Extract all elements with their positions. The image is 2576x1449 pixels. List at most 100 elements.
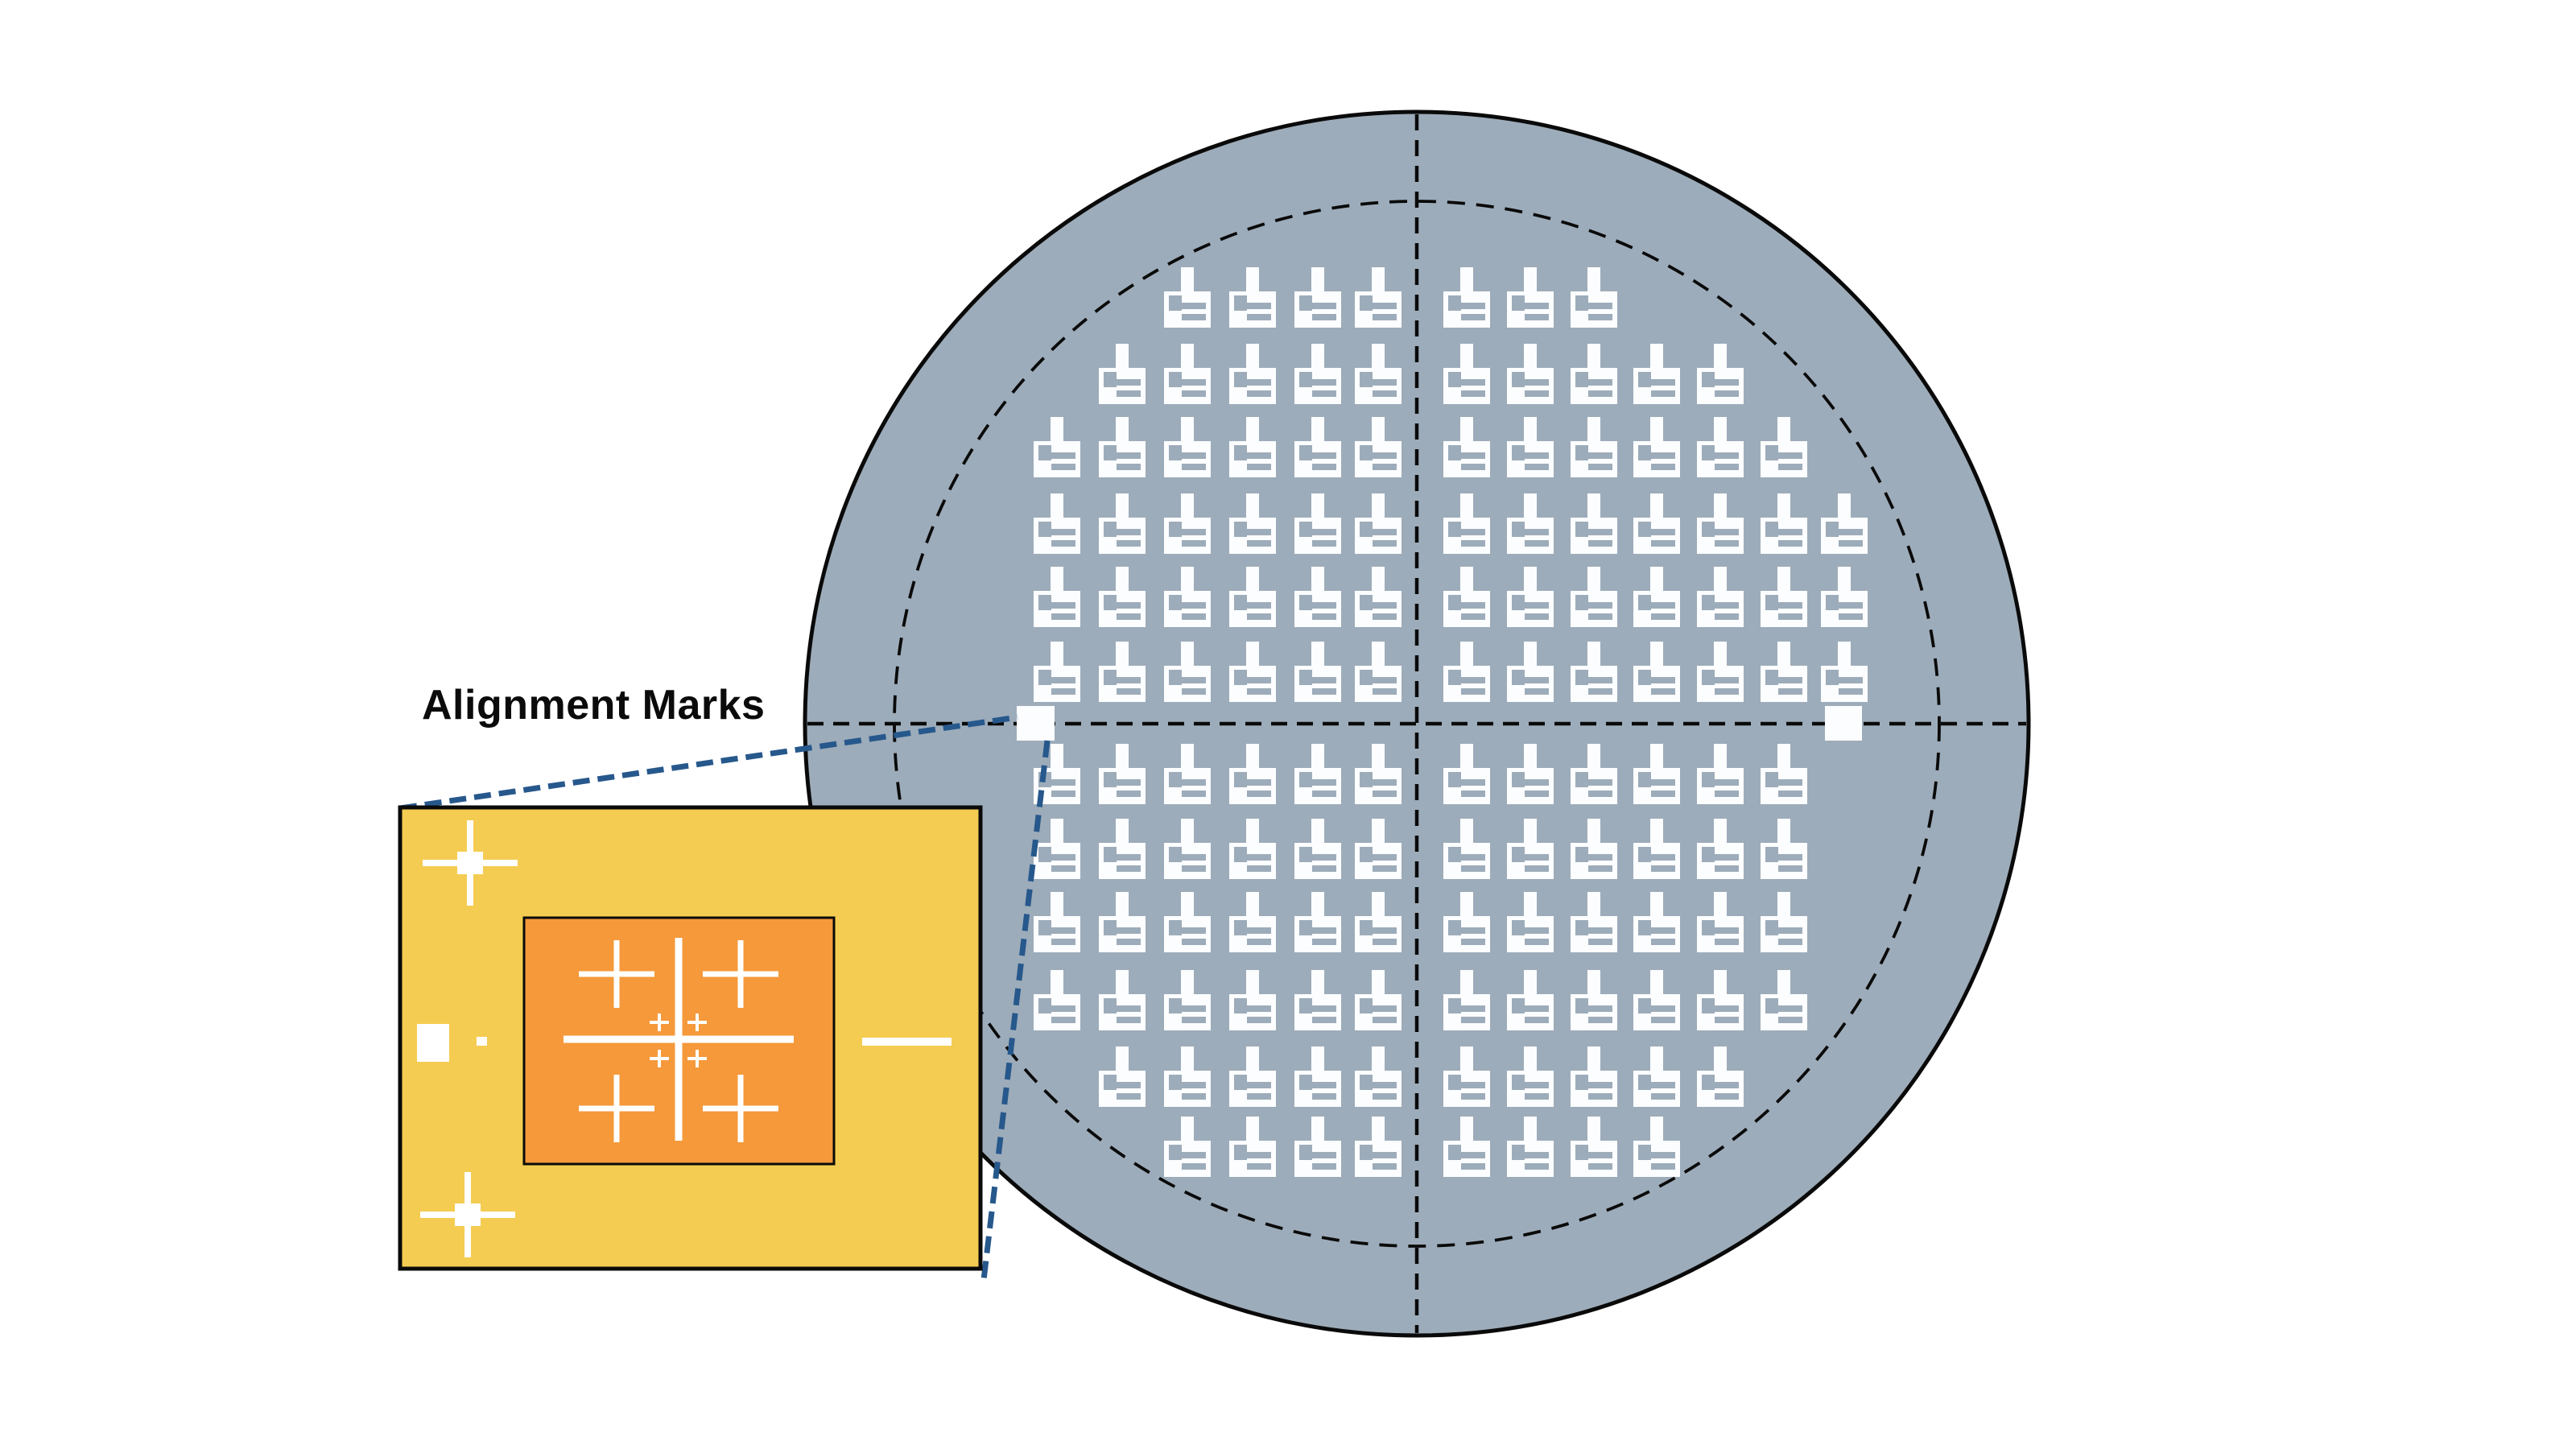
die <box>1571 970 1617 1030</box>
die <box>1507 1046 1554 1107</box>
die <box>1443 567 1490 627</box>
die <box>1099 493 1146 554</box>
die <box>1633 567 1680 627</box>
die <box>1507 892 1554 952</box>
die <box>1571 344 1617 404</box>
die <box>1697 744 1744 804</box>
die <box>1099 892 1146 952</box>
die <box>1443 1046 1490 1107</box>
die <box>1294 344 1341 404</box>
die <box>1294 267 1341 328</box>
die <box>1294 970 1341 1030</box>
die <box>1821 567 1868 627</box>
die <box>1164 642 1211 702</box>
die <box>1761 567 1807 627</box>
die <box>1099 417 1146 477</box>
wafer-alignment-square-left <box>1017 706 1055 741</box>
vernier-cross-mark <box>687 1050 707 1067</box>
square-mark <box>417 1024 449 1062</box>
die <box>1355 1117 1402 1177</box>
die <box>1355 267 1402 328</box>
die <box>1099 744 1146 804</box>
die <box>1034 819 1080 879</box>
die <box>1633 1046 1680 1107</box>
dot-mark <box>477 1037 487 1046</box>
die <box>1633 344 1680 404</box>
corner-cross-mark <box>423 820 518 906</box>
die <box>1034 567 1080 627</box>
die <box>1229 1117 1276 1177</box>
die <box>1034 970 1080 1030</box>
die <box>1294 819 1341 879</box>
wafer-alignment-square-right <box>1825 706 1862 741</box>
die <box>1761 970 1807 1030</box>
die <box>1507 642 1554 702</box>
die <box>1355 1046 1402 1107</box>
die <box>1355 892 1402 952</box>
vernier-cross-mark <box>650 1050 669 1067</box>
die <box>1571 642 1617 702</box>
die <box>1507 744 1554 804</box>
die <box>1443 892 1490 952</box>
quadrant-cross-mark <box>703 940 778 1008</box>
die <box>1229 567 1276 627</box>
die <box>1697 567 1744 627</box>
die <box>1355 970 1402 1030</box>
die <box>1294 493 1341 554</box>
die <box>1294 892 1341 952</box>
die <box>1633 417 1680 477</box>
die <box>1164 819 1211 879</box>
die <box>1099 1046 1146 1107</box>
alignment-marks-label: Alignment Marks <box>422 682 766 729</box>
die <box>1099 642 1146 702</box>
die <box>1099 567 1146 627</box>
die <box>1633 970 1680 1030</box>
die <box>1294 1046 1341 1107</box>
die <box>1633 892 1680 952</box>
die <box>1761 417 1807 477</box>
die <box>1355 493 1402 554</box>
vernier-cross-mark <box>687 1013 707 1031</box>
die <box>1761 642 1807 702</box>
die <box>1294 642 1341 702</box>
die <box>1164 892 1211 952</box>
die <box>1571 493 1617 554</box>
corner-cross-mark <box>420 1172 515 1257</box>
die <box>1294 567 1341 627</box>
die <box>1229 344 1276 404</box>
die <box>1034 493 1080 554</box>
die <box>1099 344 1146 404</box>
die <box>1571 892 1617 952</box>
die <box>1099 819 1146 879</box>
die <box>1229 267 1276 328</box>
die <box>1229 892 1276 952</box>
die <box>1507 344 1554 404</box>
die <box>1633 493 1680 554</box>
die <box>1443 267 1490 328</box>
die <box>1099 970 1146 1030</box>
die <box>1164 970 1211 1030</box>
die <box>1697 819 1744 879</box>
die <box>1697 417 1744 477</box>
die <box>1571 819 1617 879</box>
die <box>1355 344 1402 404</box>
quadrant-cross-mark <box>703 1075 778 1142</box>
die <box>1507 493 1554 554</box>
die <box>1697 1046 1744 1107</box>
die <box>1571 1117 1617 1177</box>
die <box>1761 819 1807 879</box>
die <box>1697 642 1744 702</box>
die <box>1034 642 1080 702</box>
die <box>1821 642 1868 702</box>
die <box>1633 744 1680 804</box>
callout-line-1 <box>399 714 1018 811</box>
die <box>1355 417 1402 477</box>
die <box>1821 493 1868 554</box>
edge-exclusion-circle <box>893 200 1941 1248</box>
callout-line-2 <box>980 740 1051 1281</box>
die <box>1443 642 1490 702</box>
die <box>1443 344 1490 404</box>
die <box>1571 744 1617 804</box>
die <box>1164 417 1211 477</box>
die <box>1229 417 1276 477</box>
